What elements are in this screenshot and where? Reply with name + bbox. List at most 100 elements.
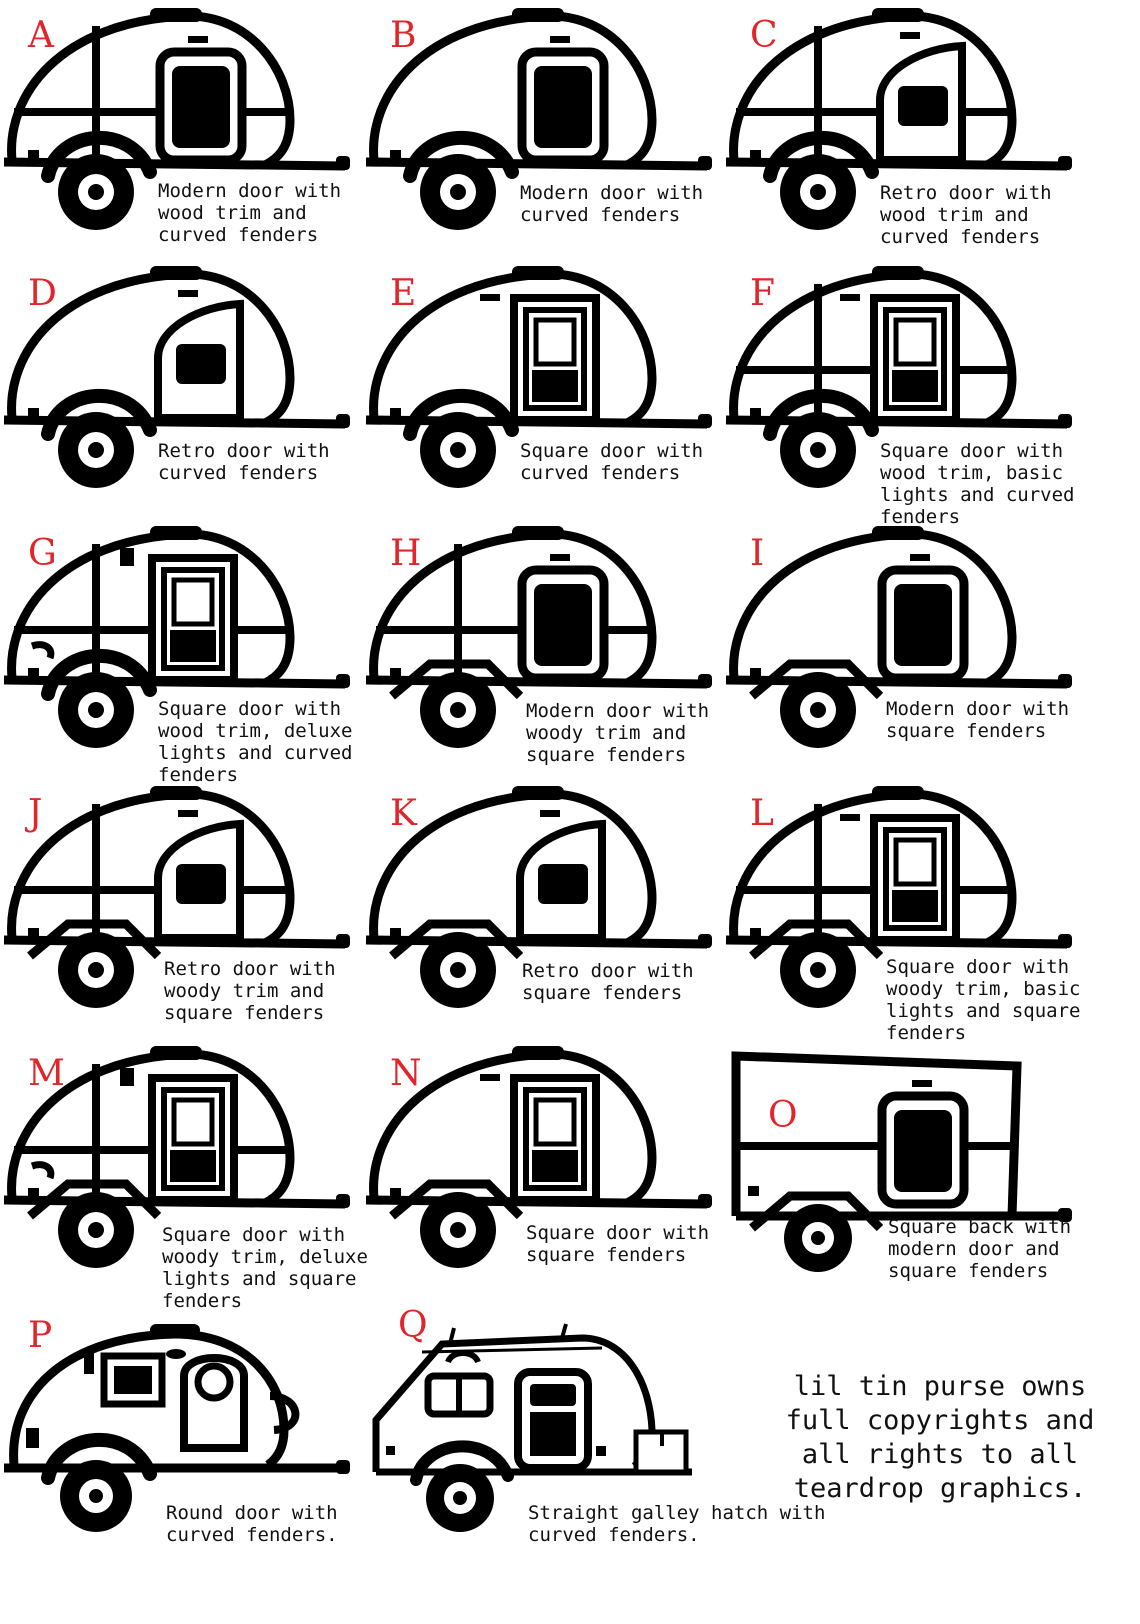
trailer-letter: G [28, 533, 57, 574]
trailer-letter: N [390, 1053, 422, 1094]
side-light [596, 1446, 606, 1456]
marker-light [910, 554, 930, 561]
trailer-caption: Retro door with woody trim and square fe… [164, 958, 336, 1024]
trailer-body-outline [7, 11, 295, 170]
door-inner-frame [883, 827, 947, 931]
trailer-body-outline [369, 11, 657, 170]
hitch [698, 414, 712, 428]
tail-light [748, 1186, 759, 1196]
roof-vent [872, 786, 924, 800]
trailer-caption: Square door with wood trim, basic lights… [880, 440, 1075, 528]
door-window [534, 584, 592, 666]
marker-light [188, 36, 208, 43]
trailer-body-outline [369, 529, 657, 688]
roof-vent [512, 526, 564, 540]
wheel-center [450, 962, 466, 978]
trailer-body-outline [7, 269, 295, 428]
tail-light [750, 408, 761, 418]
trailer-body-outline [7, 529, 295, 688]
trailer-letter: E [390, 273, 417, 314]
square-fender [749, 1191, 884, 1232]
trailer-letter: P [28, 1315, 53, 1356]
square-fender [27, 1179, 162, 1220]
trailer-letter: I [750, 533, 765, 574]
roof-vent [512, 786, 564, 800]
curved-fender [410, 1440, 514, 1486]
trailer-letter: M [28, 1053, 65, 1094]
wheel-center [450, 702, 466, 718]
trailer-drawing [3, 786, 350, 1008]
trailer-illustration [3, 1046, 350, 1268]
roof-vent [150, 266, 202, 280]
trailer-drawing [725, 8, 1072, 230]
wheel-center [450, 442, 466, 458]
marker-light [540, 810, 560, 817]
trailer-card-l: L [722, 778, 1092, 1043]
trailer-caption: Retro door with curved fenders [158, 440, 330, 484]
door-inner-frame [523, 1087, 587, 1191]
trailer-illustration [4, 1324, 350, 1532]
trailer-drawing [731, 1051, 1072, 1272]
hitch [698, 934, 712, 948]
curved-fender [763, 131, 879, 183]
roof-vent [512, 8, 564, 22]
trailer-letter: Q [398, 1305, 428, 1346]
curved-fender [763, 389, 879, 441]
trailer-card-d: D [0, 258, 370, 523]
trailer-illustration [365, 8, 712, 230]
roof-rail [421, 1346, 603, 1354]
trailer-card-k: K [362, 778, 732, 1043]
wheel-center [88, 702, 104, 718]
marker-light [550, 36, 570, 43]
trailer-illustration [3, 266, 350, 488]
trailer-drawing [3, 1046, 350, 1268]
wheel-center [88, 962, 104, 978]
trailer-letter: J [28, 793, 43, 834]
marker-light [480, 294, 500, 301]
trailer-card-j: J [0, 778, 370, 1043]
marker-light [550, 554, 570, 561]
curved-fender [41, 389, 157, 441]
hitch [336, 1460, 350, 1474]
trailer-card-f: F [722, 258, 1092, 523]
trailer-illustration [725, 786, 1072, 1008]
trailer-body-outline [369, 269, 657, 428]
door-inner-frame [161, 567, 225, 671]
trailer-caption: Modern door with woody trim and square f… [526, 700, 710, 766]
square-fender [389, 1179, 524, 1220]
trailer-letter: L [750, 793, 774, 834]
trailer-drawing [725, 266, 1072, 488]
roof-vent [150, 8, 202, 22]
trailer-card-m: M [0, 1038, 370, 1303]
trailer-caption: Retro door with wood trim and curved fen… [880, 182, 1052, 248]
wheel-center [810, 962, 826, 978]
marker-light [120, 548, 134, 566]
door-window [893, 837, 937, 887]
door-panel [532, 1150, 578, 1182]
trailer-letter: D [28, 273, 57, 314]
trailer-illustration [731, 1051, 1072, 1272]
tail-light [28, 408, 39, 418]
marker-light [480, 1074, 500, 1081]
roof-vent [150, 1046, 202, 1060]
wheel-center [810, 184, 826, 200]
trailer-caption: Square door with square fenders [526, 1222, 710, 1266]
trailer-card-a: A [0, 0, 370, 265]
trailer-letter: C [750, 15, 778, 56]
marker-light [900, 32, 920, 39]
door-window [530, 1384, 576, 1406]
door-window [533, 317, 577, 367]
trailer-card-c: C [722, 0, 1092, 265]
trailer-drawing [372, 1323, 692, 1532]
door-window [176, 864, 226, 904]
trailer-card-i: I [722, 518, 1092, 783]
trailer-caption: Square door with woody trim, deluxe ligh… [162, 1224, 368, 1312]
side-light [84, 1352, 94, 1374]
trailer-card-o: O [722, 1038, 1092, 1303]
marker-light [120, 1068, 134, 1086]
roof-vent [872, 266, 924, 280]
trailer-illustration [725, 526, 1072, 748]
hitch [1058, 414, 1072, 428]
copyright-notice: lil tin purse owns full copyrights and a… [785, 1371, 1095, 1504]
door-window [534, 66, 592, 148]
